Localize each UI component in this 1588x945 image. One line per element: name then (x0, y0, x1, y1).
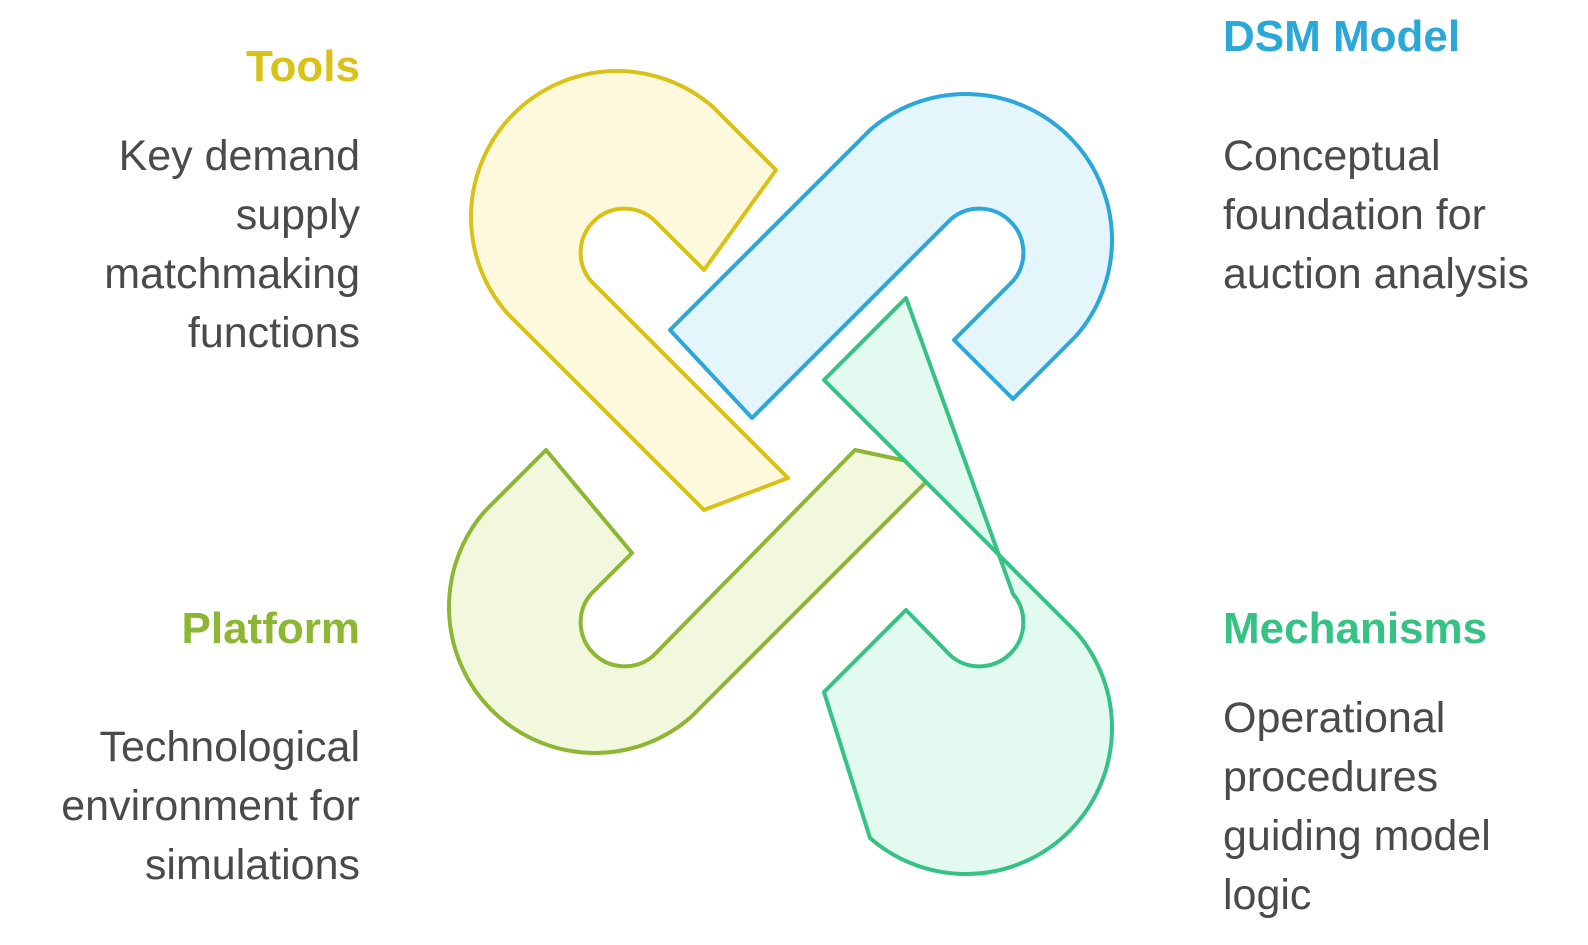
tools-title: Tools (245, 42, 360, 91)
mechanisms-description: Operational procedures guiding model log… (1223, 694, 1491, 919)
dsm-model-title: DSM Model (1223, 12, 1461, 61)
tools-description: Key demand supply matchmaking functions (104, 132, 360, 357)
mechanisms-block: Mechanisms (1223, 604, 1563, 654)
dsm-model-link (668, 92, 1114, 420)
platform-description-block: Technological environment for simulation… (0, 718, 360, 895)
tools-link (469, 69, 790, 512)
platform-title: Platform (181, 604, 360, 653)
tools-description-block: Key demand supply matchmaking functions (20, 127, 360, 363)
platform-block: Platform (60, 604, 360, 654)
dsm-model-description: Conceptual foundation for auction analys… (1223, 132, 1529, 298)
tools-block: Tools (60, 42, 360, 92)
platform-description: Technological environment for simulation… (61, 723, 360, 889)
platform-link (447, 448, 942, 755)
dsm-model-description-block: Conceptual foundation for auction analys… (1223, 127, 1583, 304)
mechanisms-description-block: Operational procedures guiding model log… (1223, 689, 1583, 925)
mechanisms-link (822, 296, 1114, 876)
dsm-model-block: DSM Model (1223, 12, 1563, 62)
mechanisms-title: Mechanisms (1223, 604, 1488, 653)
